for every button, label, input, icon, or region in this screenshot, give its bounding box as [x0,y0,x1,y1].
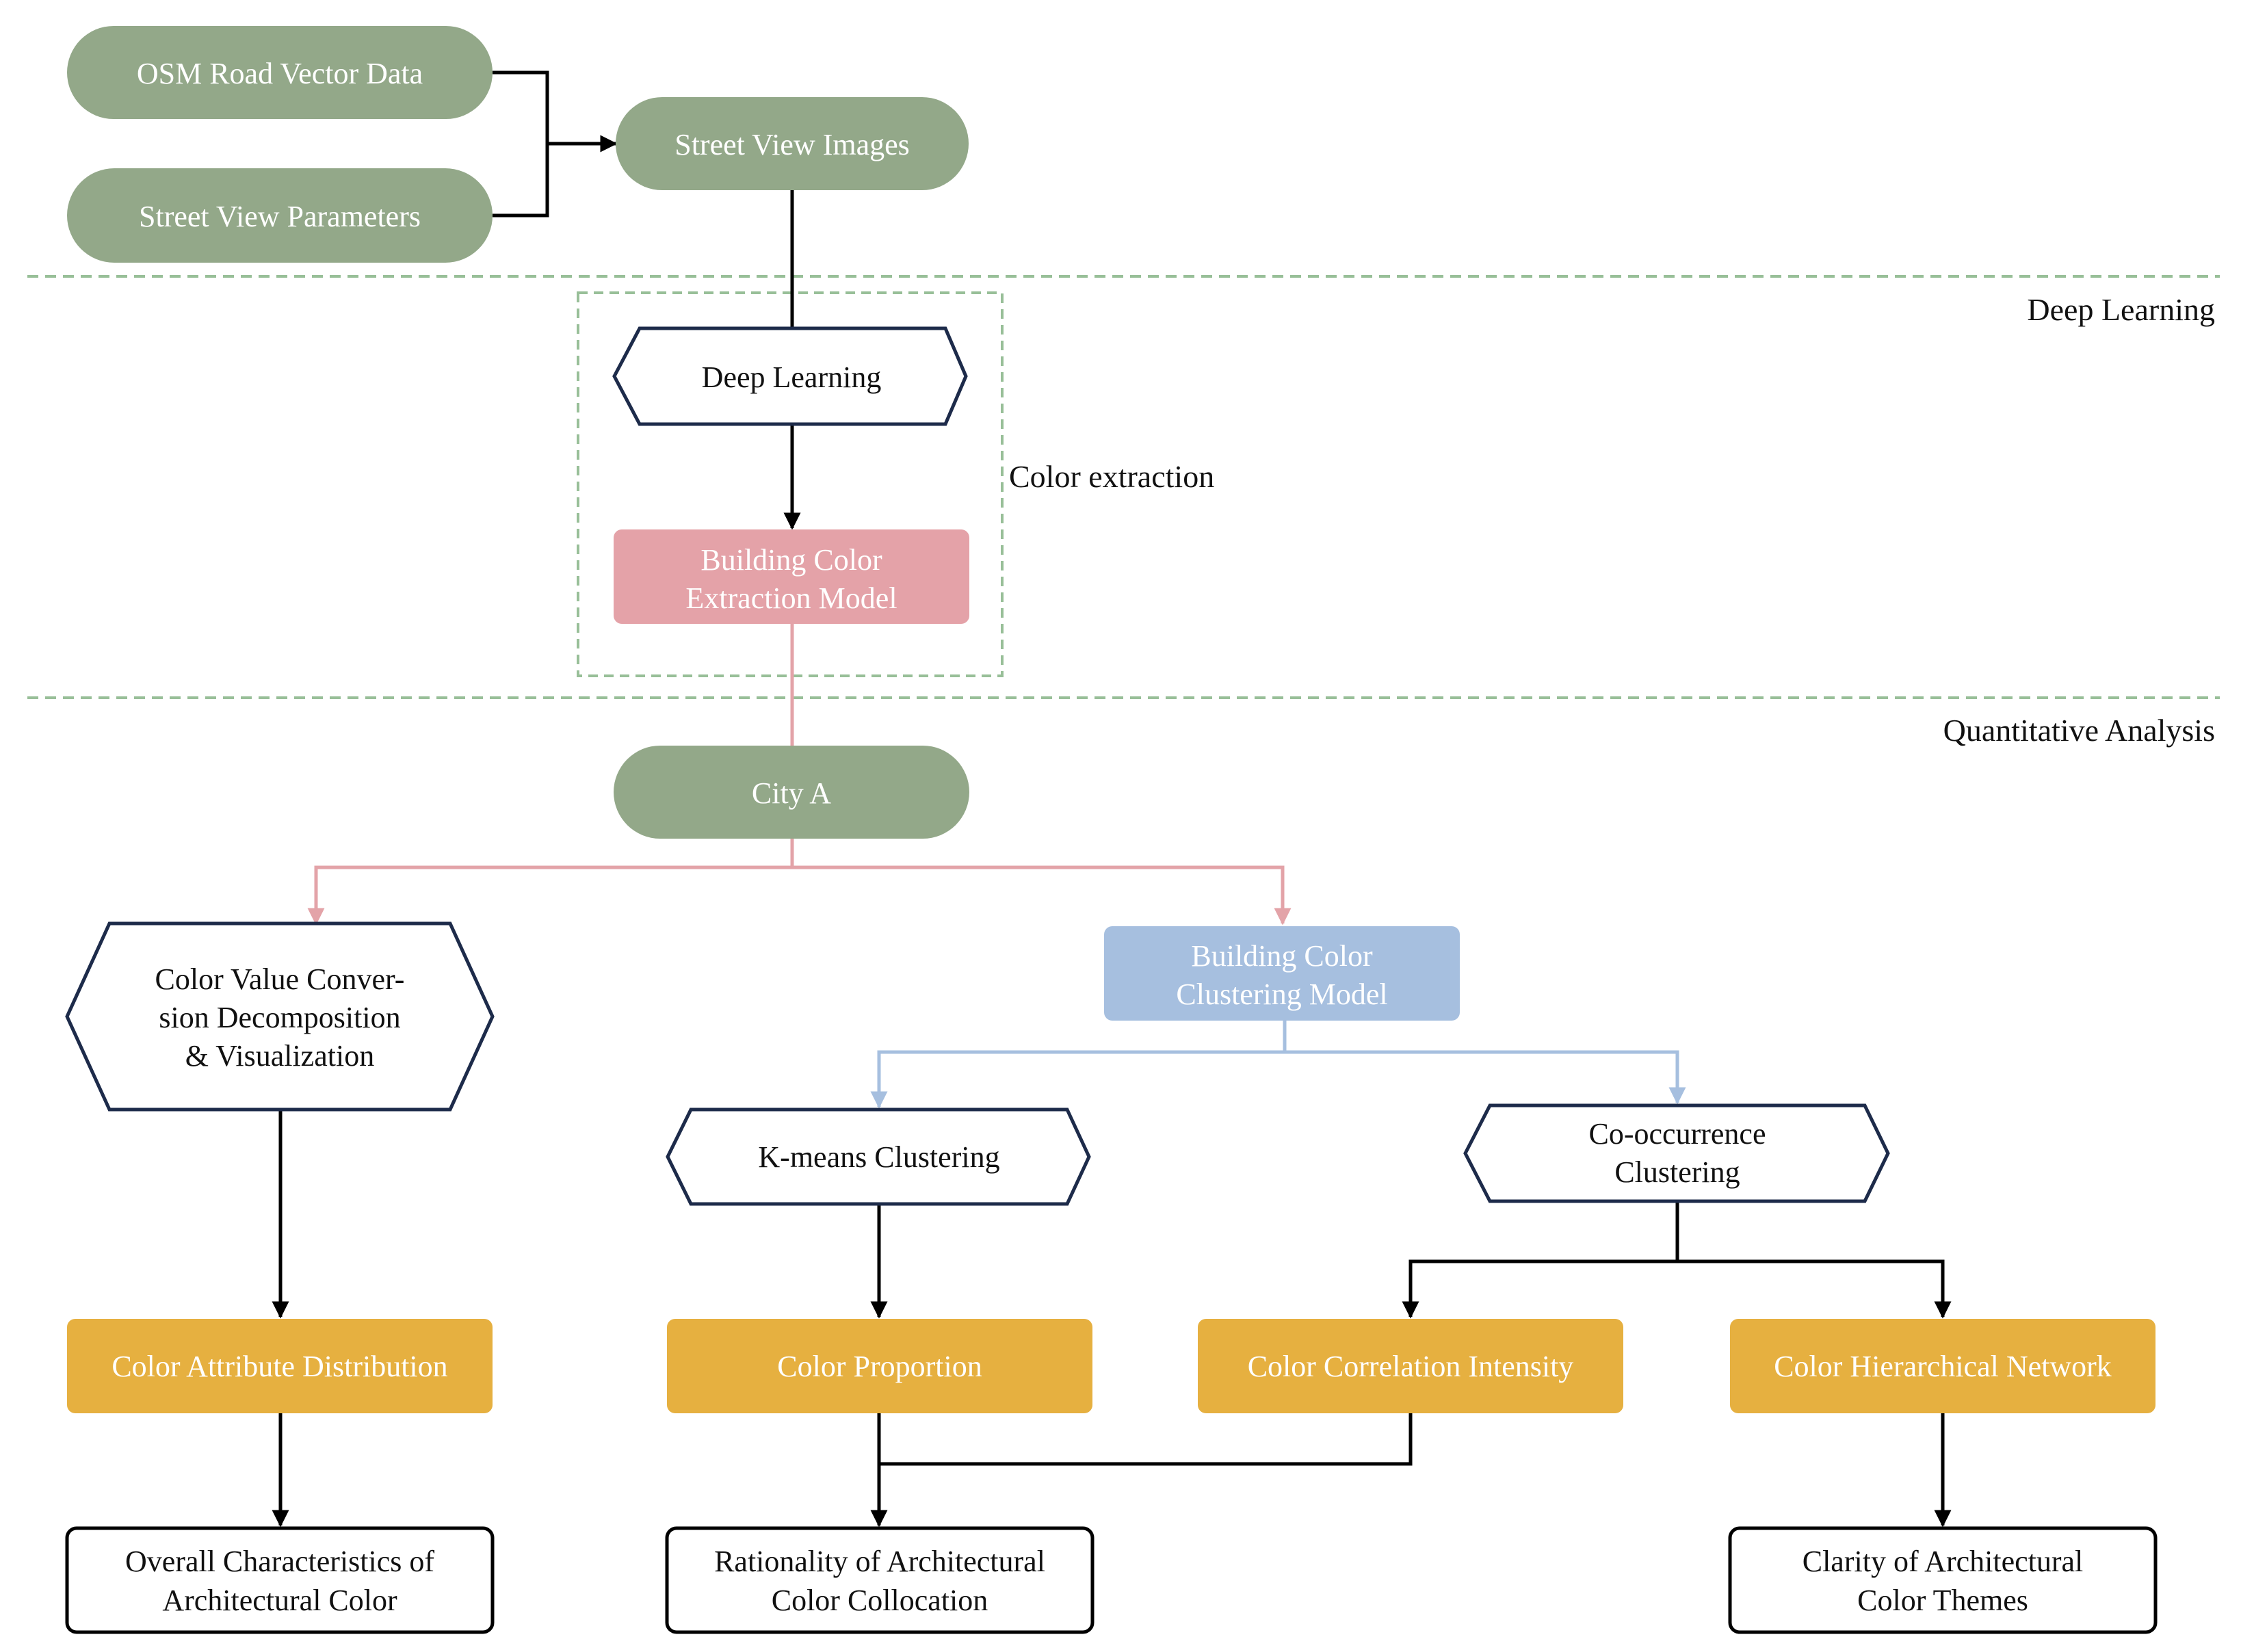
node-clustering-model-line2: Clustering Model [1176,978,1387,1011]
node-conversion-line3: & Visualization [185,1039,374,1073]
node-overall-line2: Architectural Color [162,1584,397,1617]
node-sv-images [616,97,969,190]
node-osm-road-label: OSM Road Vector Data [137,57,423,90]
node-conversion-line2: sion Decomposition [159,1001,400,1034]
node-deep-learning [612,326,968,426]
arrow-to-hierarchical [1677,1259,1952,1319]
node-correlation-label: Color Correlation Intensity [1248,1350,1574,1383]
node-extraction-model [614,529,969,624]
node-city-a [614,746,969,839]
node-kmeans-label: K-means Clustering [758,1140,999,1174]
connector-osm [493,70,549,218]
color-extraction-group [577,291,1004,677]
node-sv-params [67,168,493,263]
node-proportion [667,1319,1092,1413]
arrow-to-correlation [1402,1259,1677,1319]
node-rationality-line2: Color Collocation [772,1584,988,1617]
arrow-to-conversion [307,865,792,926]
node-hierarchical-label: Color Hierarchical Network [1774,1350,2112,1383]
node-proportion-label: Color Proportion [777,1350,982,1383]
node-overall [65,1526,495,1634]
node-city-a-label: City A [752,776,831,810]
arrow-to-kmeans [870,1050,1285,1109]
node-sv-params-label: Street View Parameters [139,200,421,233]
arrow-to-clustering-model [792,865,1292,926]
node-cooccurrence-line1: Co-occurrence [1589,1117,1766,1151]
node-overall-line1: Overall Characteristics of [125,1545,434,1578]
arrow-to-cooccurrence [1285,1050,1686,1105]
node-cooccurrence-line2: Clustering [1614,1155,1740,1189]
section-label-color-extraction: Color extraction [1009,459,1214,494]
node-sv-images-label: Street View Images [674,128,910,161]
node-rationality [665,1526,1095,1634]
node-kmeans [666,1107,1091,1206]
node-clarity-line1: Clarity of Architectural [1803,1545,2084,1578]
section-label-quantitative-analysis: Quantitative Analysis [1943,713,2215,748]
node-hierarchical [1730,1319,2155,1413]
node-clustering-model [1104,926,1460,1021]
node-attr-dist [67,1319,493,1413]
node-attr-dist-label: Color Attribute Distribution [112,1350,447,1383]
node-cooccurrence [1463,1103,1890,1203]
node-deep-learning-label: Deep Learning [702,360,882,394]
node-rationality-line1: Rationality of Architectural [714,1545,1045,1578]
node-clarity-line2: Color Themes [1857,1584,2028,1617]
node-extraction-model-line2: Extraction Model [685,581,897,615]
node-conversion [65,921,495,1112]
connector-correlation-join [879,1413,1413,1466]
node-extraction-model-line1: Building Color [700,543,882,577]
node-osm-road [67,26,493,119]
node-clustering-model-line1: Building Color [1191,939,1373,973]
node-correlation [1198,1319,1623,1413]
node-clarity [1728,1526,2158,1634]
section-label-deep-learning: Deep Learning [2027,292,2215,327]
node-conversion-line1: Color Value Conver- [155,962,405,996]
